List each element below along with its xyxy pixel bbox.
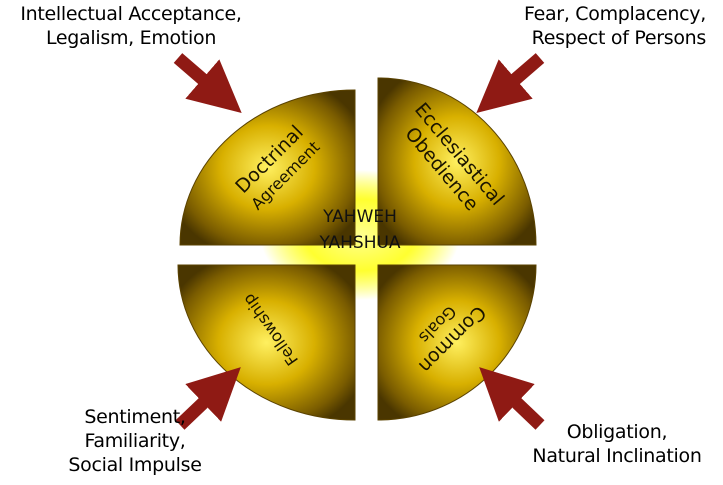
quadrant-fellowship: Fellowship — [177, 264, 356, 421]
quadrant-ecclesiastical-obedience: Ecclesiastical Obedience — [377, 77, 537, 246]
threats-top-left: Intellectual Acceptance, Legalism, Emoti… — [6, 2, 256, 50]
threat-text: Respect of Persons — [531, 27, 707, 49]
threat-text: Legalism, Emotion — [45, 27, 217, 49]
quadrant-common-goals: Common Goals — [377, 264, 537, 421]
threats-bottom-left: Sentiment, Familiarity, Social Impulse — [40, 405, 230, 477]
center-yahweh: YAHWEH — [322, 207, 397, 227]
arrow-bottom-right — [479, 367, 545, 430]
threat-text: Familiarity, — [84, 430, 186, 452]
quadrant-doctrinal-agreement: Doctrinal Agreement — [179, 89, 356, 246]
threat-text: Intellectual Acceptance, — [20, 3, 242, 25]
arrow-top-left — [173, 53, 242, 113]
threat-text: Social Impulse — [68, 454, 202, 476]
threats-bottom-right: Obligation, Natural Inclination — [522, 420, 712, 468]
threats-top-right: Fear, Complacency, Respect of Persons — [468, 2, 706, 50]
arrow-bottom-left — [175, 367, 241, 430]
threat-text: Obligation, — [566, 421, 668, 443]
arrow-top-right — [476, 53, 545, 113]
threat-text: Fear, Complacency, — [523, 3, 706, 25]
threat-text: Sentiment, — [84, 406, 186, 428]
threat-text: Natural Inclination — [532, 445, 702, 467]
center-yahshua: YAHSHUA — [318, 233, 400, 253]
